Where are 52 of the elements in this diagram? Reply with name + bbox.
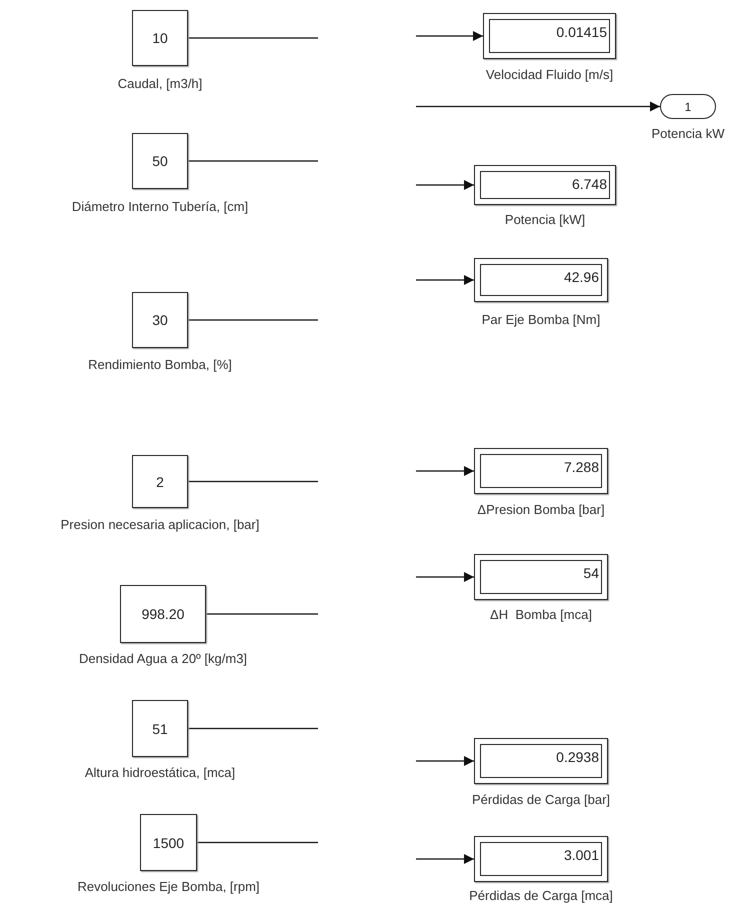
signal-arrow [416,572,474,582]
constant-block: 998.20 [120,585,206,643]
constant-block: 2 [132,455,188,508]
block-caption: Pérdidas de Carga [mca] [469,888,613,903]
constant-block: 1500 [140,814,197,871]
signal-arrow [416,756,474,766]
display-block [483,13,616,59]
display-block [474,836,608,882]
block-caption: Diámetro Interno Tubería, [cm] [72,199,248,214]
display-block [474,448,608,494]
display-value: 7.288 [480,454,602,488]
display-value: 0.01415 [489,19,610,53]
block-caption: Pérdidas de Carga [bar] [472,792,610,807]
signal-line [188,728,318,730]
signal-line [206,613,318,615]
constant-block: 30 [132,292,188,348]
display-value: 3.001 [480,842,602,876]
block-caption: Potencia [kW] [504,212,586,227]
block-caption: ΔH Bomba [mca] [490,607,592,622]
display-block [474,165,616,205]
block-caption: Caudal, [m3/h] [118,76,202,91]
display-block [474,258,608,302]
signal-line [197,842,318,844]
display-value: 54 [480,560,602,594]
constant-block: 50 [132,133,188,189]
block-caption: Rendimiento Bomba, [%] [88,357,232,372]
block-caption: Altura hidroestática, [mca] [84,765,236,780]
signal-line [188,160,318,162]
signal-arrow [416,102,660,112]
signal-line [188,319,318,321]
signal-arrow [416,466,474,476]
signal-arrow [416,31,483,41]
signal-arrow [416,180,474,190]
signal-arrow [416,854,474,864]
display-block [474,554,608,600]
display-value: 6.748 [480,171,610,199]
signal-line [188,480,318,482]
block-caption: Densidad Agua a 20º [kg/m3] [78,651,248,666]
block-caption: Potencia kW [652,126,724,141]
block-caption: ΔPresion Bomba [bar] [477,502,605,517]
display-value: 42.96 [480,264,602,296]
outport-block: 1 [660,94,716,119]
block-caption: Presion necesaria aplicacion, [bar] [60,517,260,532]
constant-block: 51 [132,700,188,757]
signal-arrow [416,275,474,285]
block-caption: Velocidad Fluido [m/s] [486,67,614,82]
block-caption: Par Eje Bomba [Nm] [482,312,600,327]
display-value: 0.2938 [480,744,602,778]
signal-line [188,37,318,39]
display-block [474,738,608,784]
block-caption: Revoluciones Eje Bomba, [rpm] [77,879,260,894]
constant-block: 10 [132,10,188,66]
